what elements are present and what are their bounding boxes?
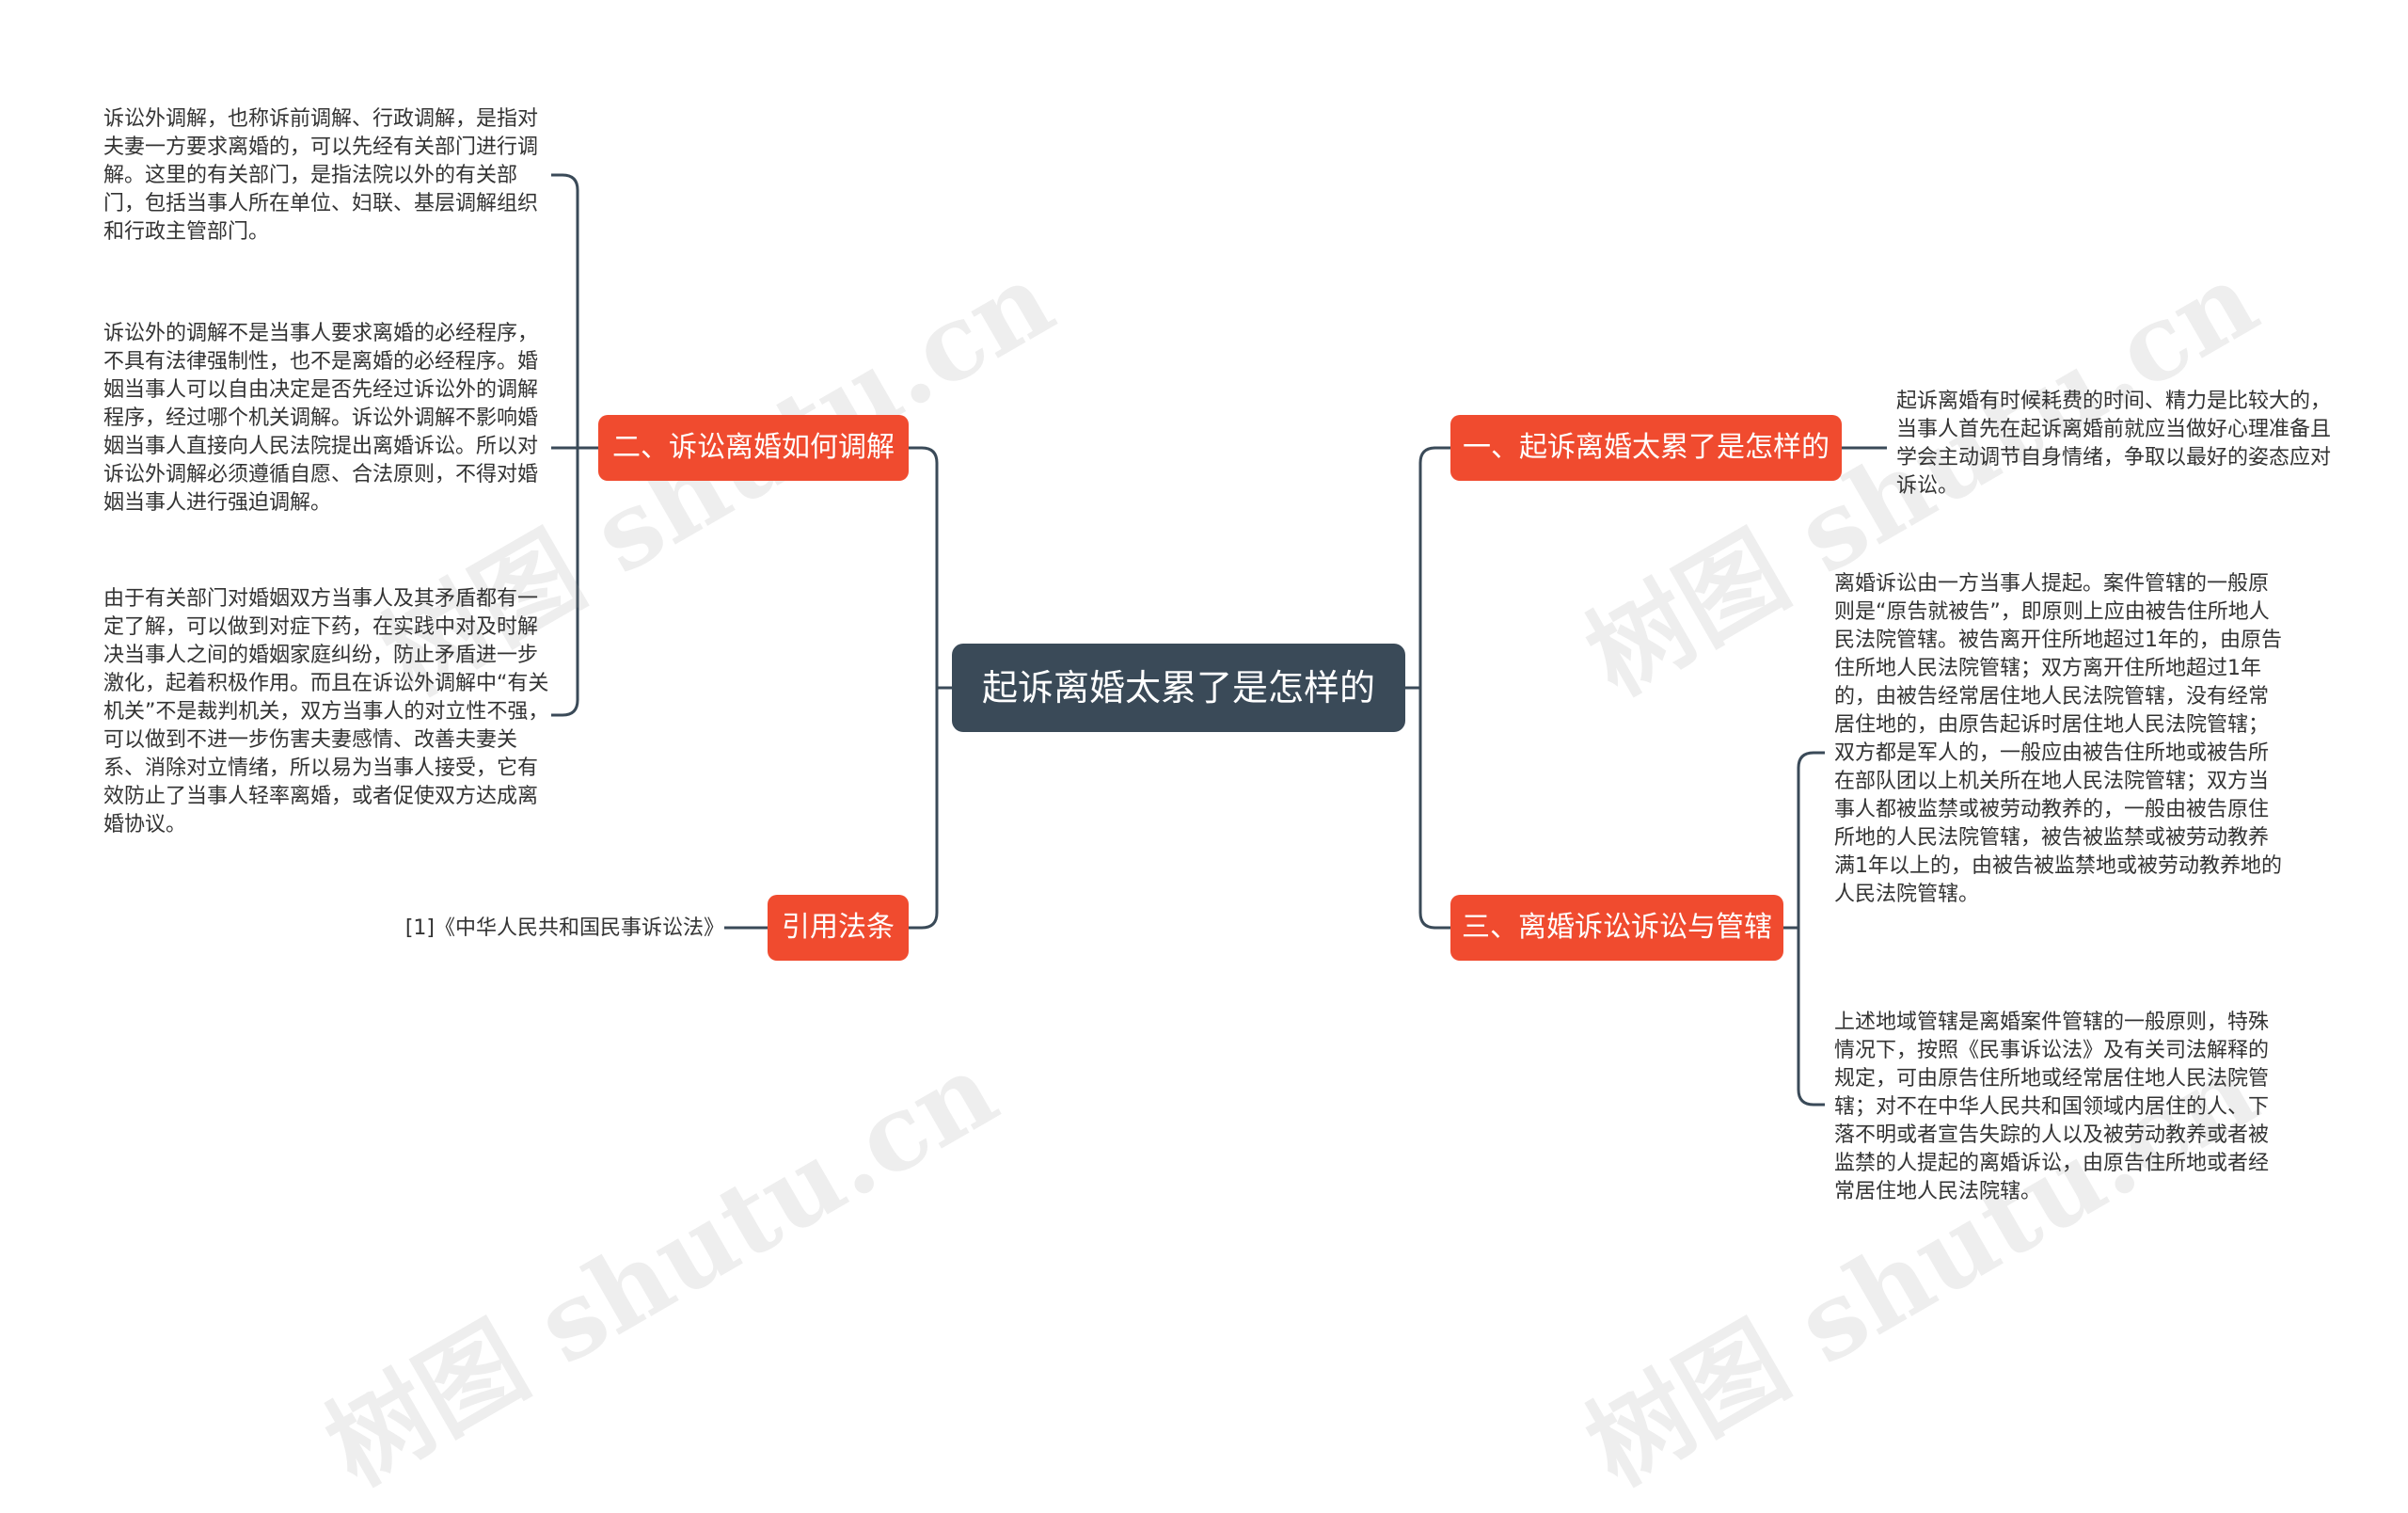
connector-root-right bbox=[1405, 446, 1450, 930]
leaf-mediation-definition: 诉讼外调解，也称诉前调解、行政调解，是指对夫妻一方要求离婚的，可以先经有关部门进… bbox=[103, 107, 539, 244]
leaf-mediation-not-required: 诉讼外的调解不是当事人要求离婚的必经程序，不具有法律强制性，也不是离婚的必经程序… bbox=[103, 322, 539, 515]
branch-mediation[interactable]: 二、诉讼离婚如何调解 bbox=[598, 415, 909, 481]
connector-branch2-leaves bbox=[551, 173, 598, 717]
connector-branch3-leaves bbox=[1783, 751, 1825, 1107]
leaf-jurisdiction-special: 上述地域管辖是离婚案件管辖的一般原则，特殊情况下，按照《民事诉讼法》及有关司法解… bbox=[1834, 1011, 2270, 1203]
branch-citation[interactable]: 引用法条 bbox=[768, 895, 909, 961]
leaf-divorce-tiring: 起诉离婚有时候耗费的时间、精力是比较大的，当事人首先在起诉离婚前就应当做好心理准… bbox=[1896, 390, 2332, 498]
leaf-mediation-benefits: 由于有关部门对婚姻双方当事人及其矛盾都有一定了解，可以做到对症下药，在实践中对及… bbox=[103, 587, 549, 836]
mind-map-canvas: 树图 shutu.cn 树图 shutu.cn 树图 shutu.cn 树图 s… bbox=[103, 107, 2332, 1508]
root-node[interactable]: 起诉离婚太累了是怎样的 bbox=[952, 644, 1405, 732]
connector-lines bbox=[551, 173, 1887, 1107]
branch-jurisdiction[interactable]: 三、离婚诉讼诉讼与管辖 bbox=[1450, 895, 1783, 961]
branch-divorce-tiring[interactable]: 一、起诉离婚太累了是怎样的 bbox=[1450, 415, 1842, 481]
connector-root-left bbox=[909, 446, 952, 930]
leaf-citation-law: [1]《中华人民共和国民事诉讼法》 bbox=[404, 916, 724, 940]
leaf-jurisdiction-general: 离婚诉讼由一方当事人提起。案件管辖的一般原则是“原告就被告”，即原则上应由被告住… bbox=[1834, 572, 2282, 906]
